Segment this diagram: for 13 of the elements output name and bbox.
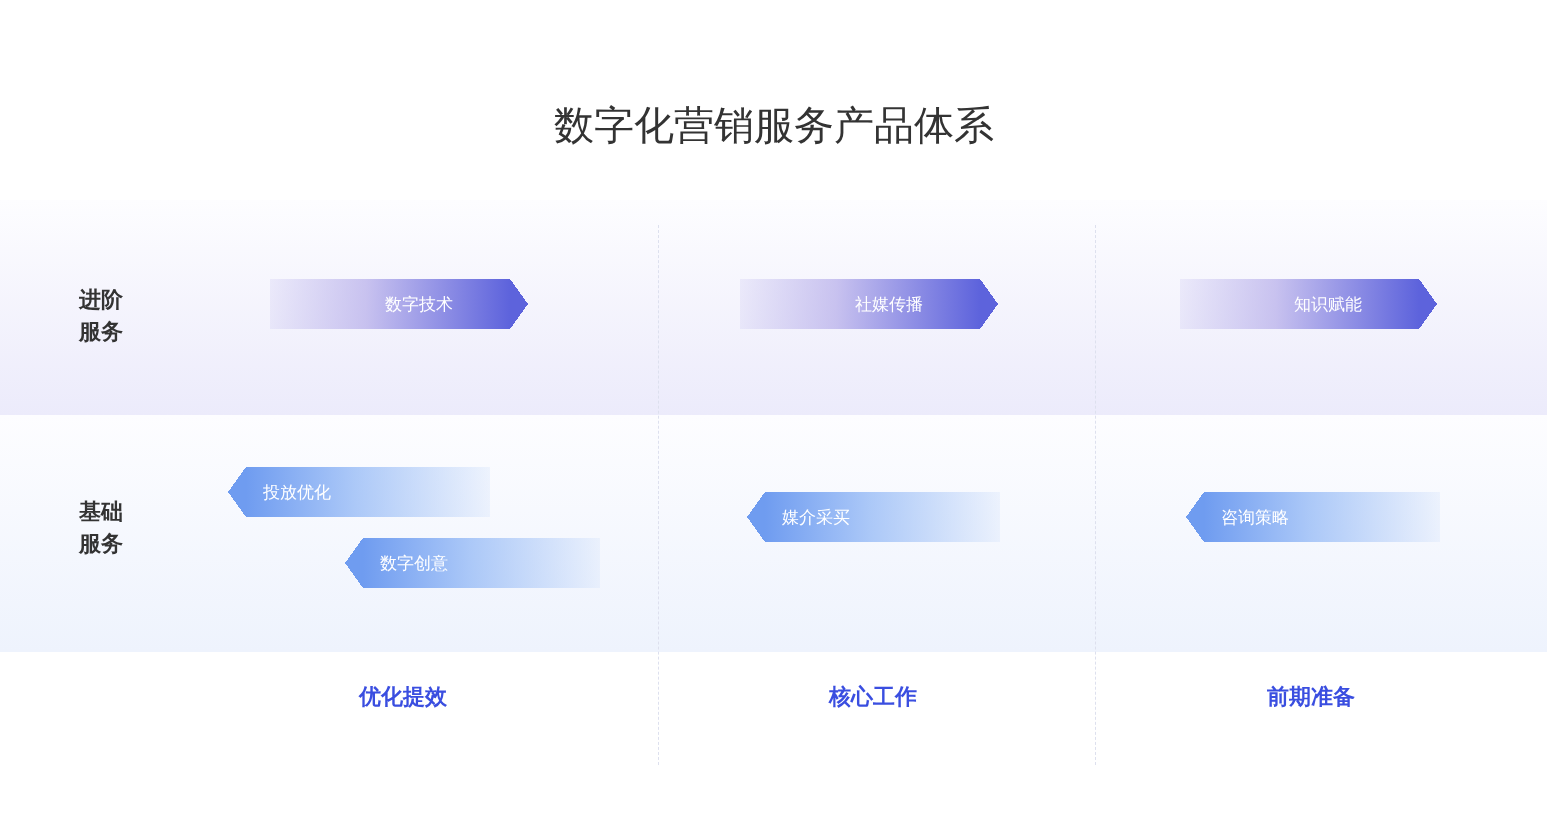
title: 数字化营销服务产品体系 [552,102,995,149]
row-heading: 进阶服务 [79,286,124,346]
chevron-tag: 投放优化 [228,467,490,517]
row-heading: 基础服务 [79,498,124,558]
chevron-tag: 数字技术 [270,279,528,329]
chevron-tag: 咨询策略 [1186,492,1440,542]
chevron-tag: 媒介采买 [747,492,1000,542]
chevron-tag: 数字创意 [345,538,600,588]
column-heading: 核心工作 [827,683,918,711]
column-heading: 优化提效 [357,683,448,711]
column-heading: 前期准备 [1266,683,1356,711]
chevron-tag: 知识赋能 [1180,279,1437,329]
chevron-tag: 社媒传播 [740,279,998,329]
